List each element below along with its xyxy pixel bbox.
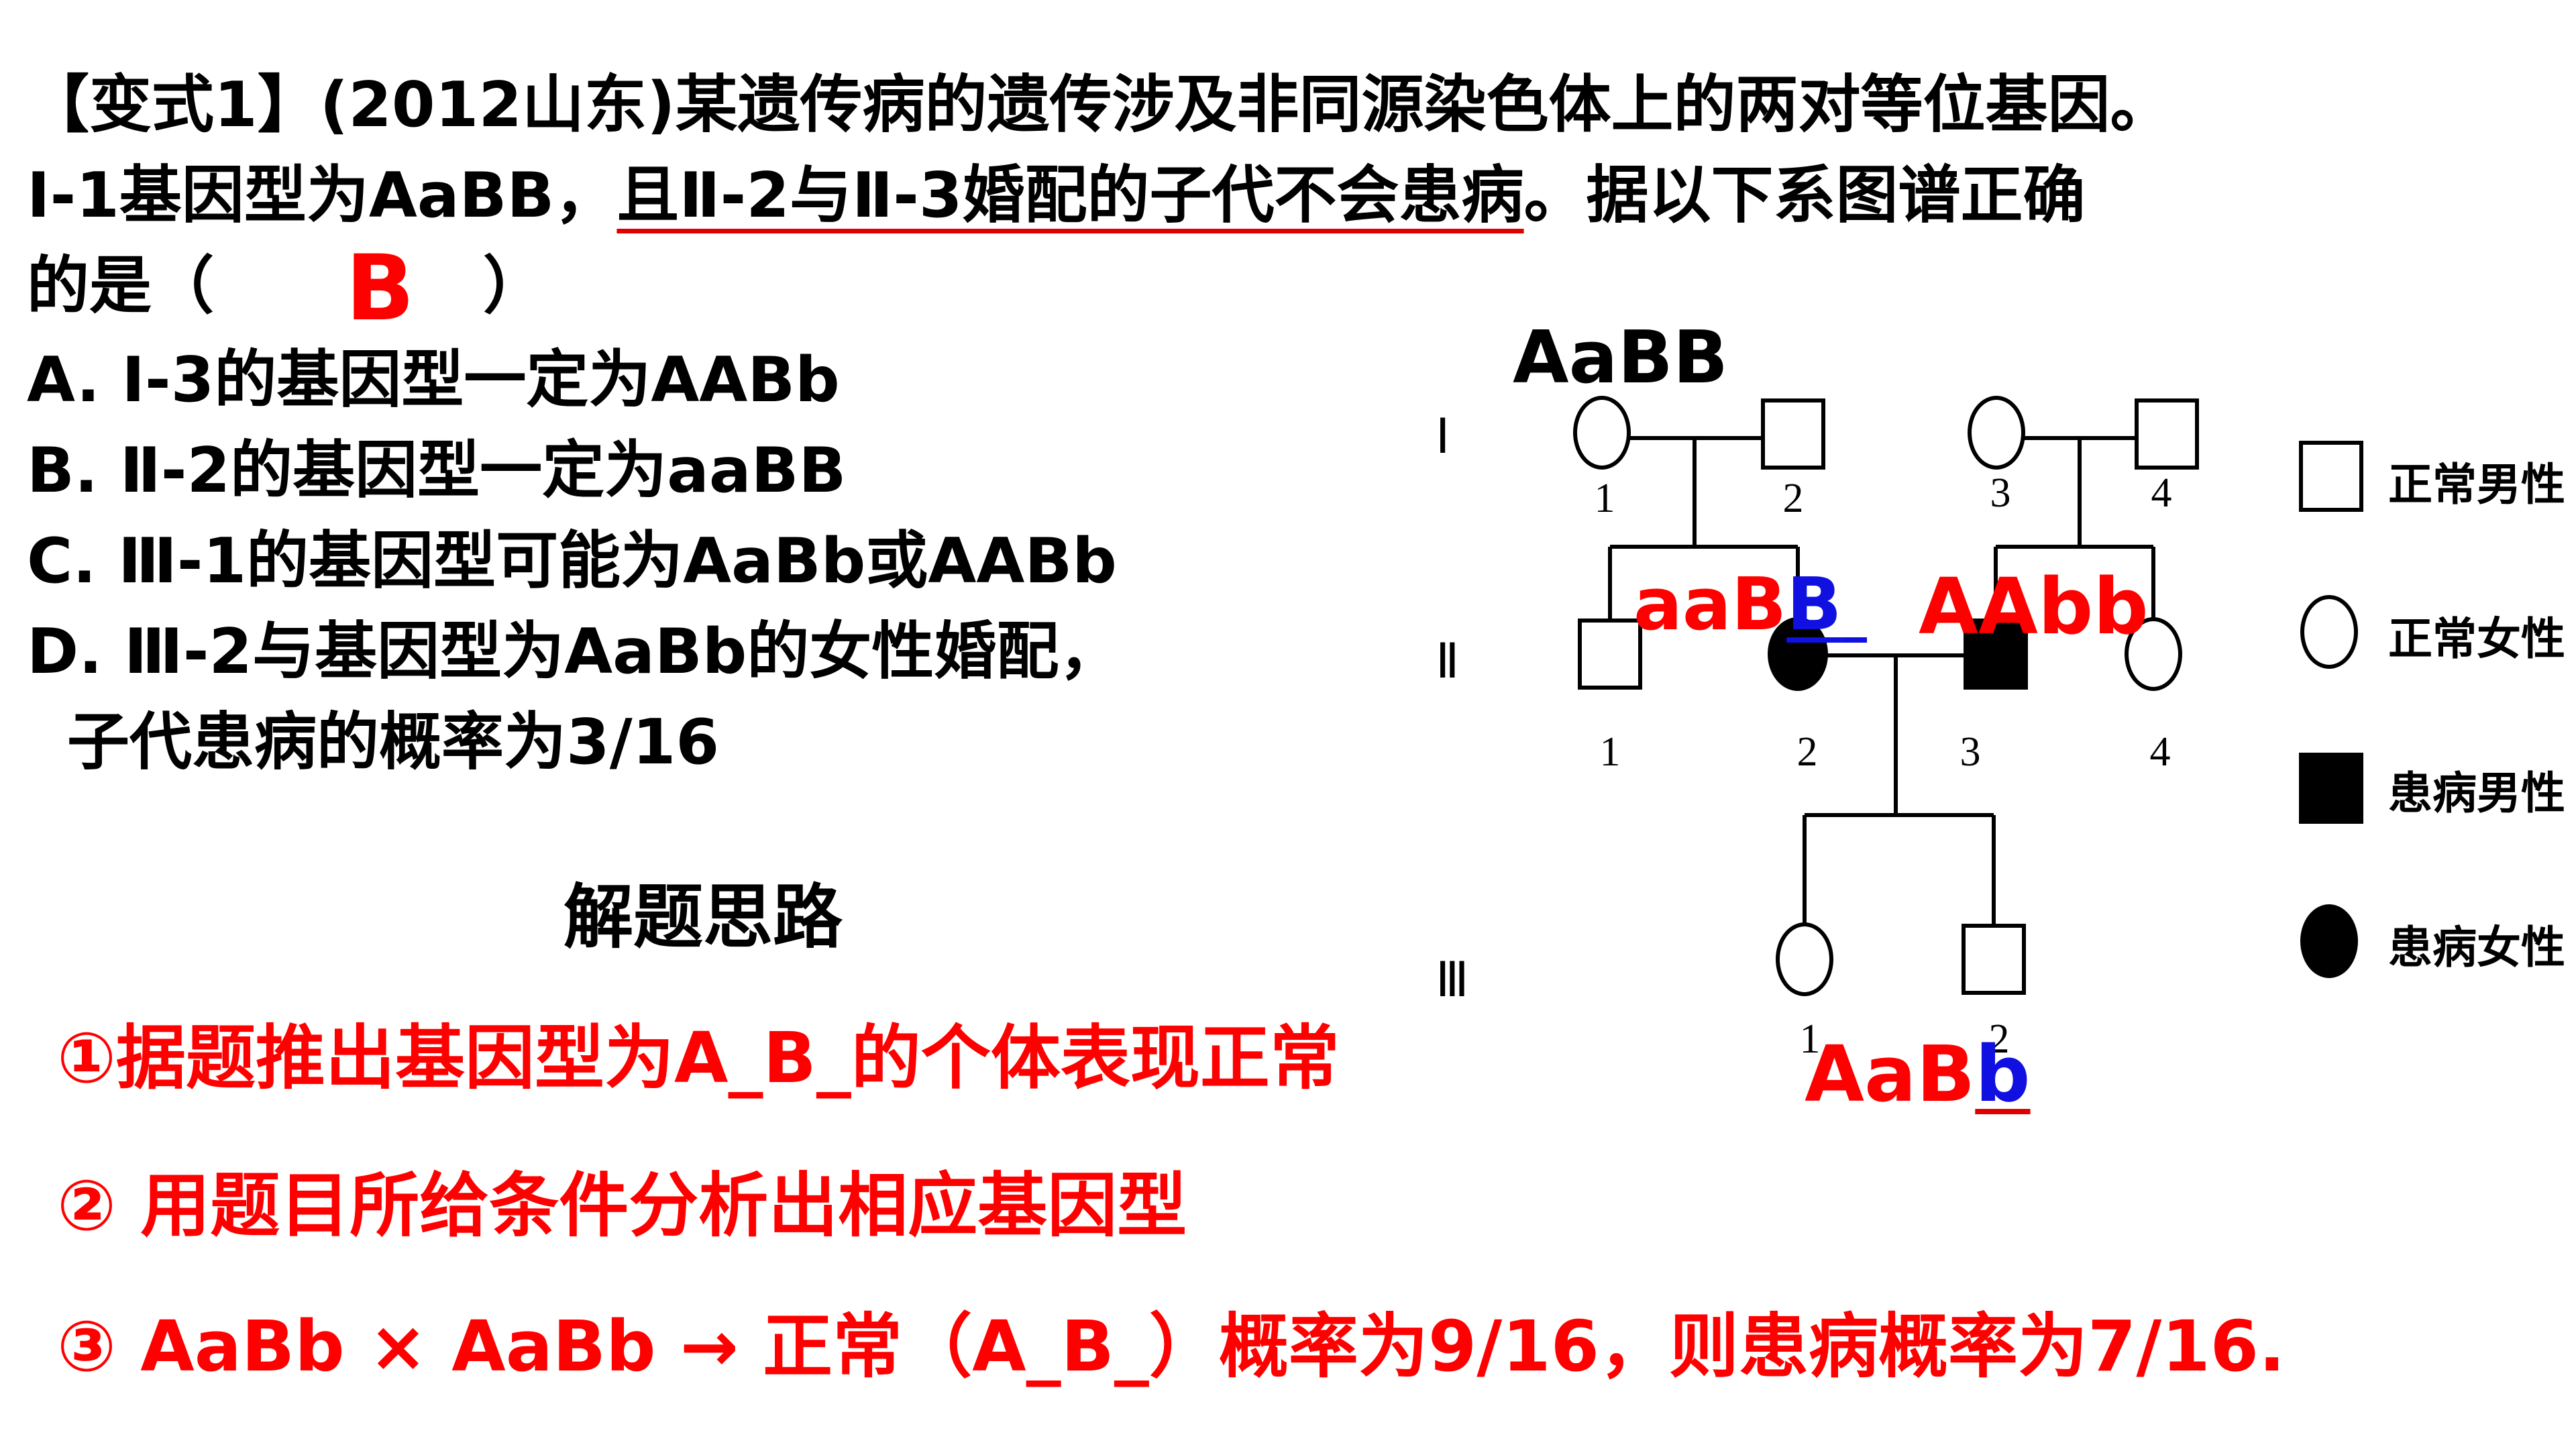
pedigree-number-i4: 4 <box>2151 470 2172 516</box>
generation-label-1: Ⅰ <box>1436 410 1450 464</box>
pedigree-ii3-affected-male <box>1964 619 2028 690</box>
question-line-1: 【变式1】(2012山东)某遗传病的遗传涉及非同源染色体上的两对等位基因。 <box>27 68 2173 141</box>
question-line-2-prefix: Ⅰ-1基因型为AaBB， <box>27 159 617 231</box>
option-b: B. Ⅱ-2的基因型一定为aaBB <box>27 434 847 506</box>
pedigree-number-ii1: 1 <box>1600 729 1621 775</box>
solution-heading: 解题思路 <box>564 876 843 958</box>
pedigree-chart: Ⅰ Ⅱ Ⅲ 1 2 3 4 1 2 3 4 1 2 正常男性 正常女性 患病男性… <box>1409 339 2576 1110</box>
question-line-3-prefix: 的是（ <box>27 250 214 322</box>
question-line-2: Ⅰ-1基因型为AaBB，且Ⅱ-2与Ⅱ-3婚配的子代不会患病。据以下系图谱正确 <box>27 164 2086 227</box>
annotation-ii2-suffix: B <box>1786 563 1842 647</box>
annotation-ii2-genotype: aaBB <box>1633 569 1867 641</box>
question-line-3-suffix: ） <box>483 250 545 322</box>
question-line-3: 的是（ <box>27 255 214 317</box>
pedigree-number-ii2: 2 <box>1797 729 1818 775</box>
solution-step-3: ③ AaBb × AaBb → 正常（A_B_）概率为9/16，则患病概率为7/… <box>57 1305 2286 1387</box>
pedigree-number-iii1: 1 <box>1800 1016 1821 1062</box>
pedigree-number-i2: 2 <box>1783 476 1804 521</box>
pedigree-i4-normal-male <box>2135 398 2199 470</box>
option-d: D. Ⅲ-2与基因型为AaBb的女性婚配， <box>27 615 1122 688</box>
pedigree-i2-normal-male <box>1761 398 1825 470</box>
pedigree-number-iii2: 2 <box>1989 1016 2010 1062</box>
pedigree-ii4-normal-female <box>2125 617 2182 691</box>
pedigree-i1-normal-female <box>1573 396 1631 470</box>
question-line-2-suffix: 。据以下系图谱正确 <box>1523 159 2086 231</box>
option-d-continuation: 子代患病的概率为3/16 <box>67 706 720 778</box>
pedigree-iii1-normal-female <box>1776 922 1833 996</box>
generation-label-2: Ⅱ <box>1436 635 1459 688</box>
pedigree-i3-normal-female <box>1968 396 2025 470</box>
legend-affected-male-symbol <box>2299 753 2363 824</box>
legend-normal-male-symbol <box>2299 441 2363 512</box>
option-a: A. Ⅰ-3的基因型一定为AABb <box>27 343 840 416</box>
pedigree-ii1-normal-male <box>1578 619 1642 690</box>
pedigree-iii2-normal-male <box>1962 924 2026 995</box>
annotation-ii2-blank <box>1841 563 1867 647</box>
legend-affected-female-symbol <box>2300 904 2358 978</box>
annotation-iii1-prefix: AaB <box>1805 1030 1976 1120</box>
pedigree-number-i1: 1 <box>1595 476 1615 521</box>
question-condition-underlined: 且Ⅱ-2与Ⅱ-3婚配的子代不会患病 <box>616 159 1524 231</box>
legend-normal-female-label: 正常女性 <box>2388 614 2565 663</box>
legend-normal-female-symbol <box>2300 595 2358 669</box>
legend-normal-male-label: 正常男性 <box>2388 460 2565 509</box>
answer-letter: B <box>345 235 415 341</box>
annotation-iii1-suffix: b <box>1975 1030 2031 1120</box>
annotation-iii1-genotype: AaBb <box>1805 1036 2031 1114</box>
annotation-ii2-prefix: aaB <box>1633 563 1787 647</box>
solution-step-2: ② 用题目所给条件分析出相应基因型 <box>57 1165 1187 1246</box>
pedigree-number-ii3: 3 <box>1960 729 1981 775</box>
legend-affected-male-label: 患病男性 <box>2388 768 2565 818</box>
solution-step-1: ①据题推出基因型为A_B_的个体表现正常 <box>57 1017 1340 1099</box>
pedigree-number-ii4: 4 <box>2150 729 2171 775</box>
annotation-ii3-genotype: AAbb <box>1919 562 2149 652</box>
option-c: C. Ⅲ-1的基因型可能为AaBb或AABb <box>27 525 1117 597</box>
legend-affected-female-label: 患病女性 <box>2388 922 2565 972</box>
generation-label-3: Ⅲ <box>1436 953 1469 1007</box>
pedigree-number-i3: 3 <box>1990 470 2011 516</box>
annotation-i1-genotype: AaBB <box>1513 316 1729 400</box>
